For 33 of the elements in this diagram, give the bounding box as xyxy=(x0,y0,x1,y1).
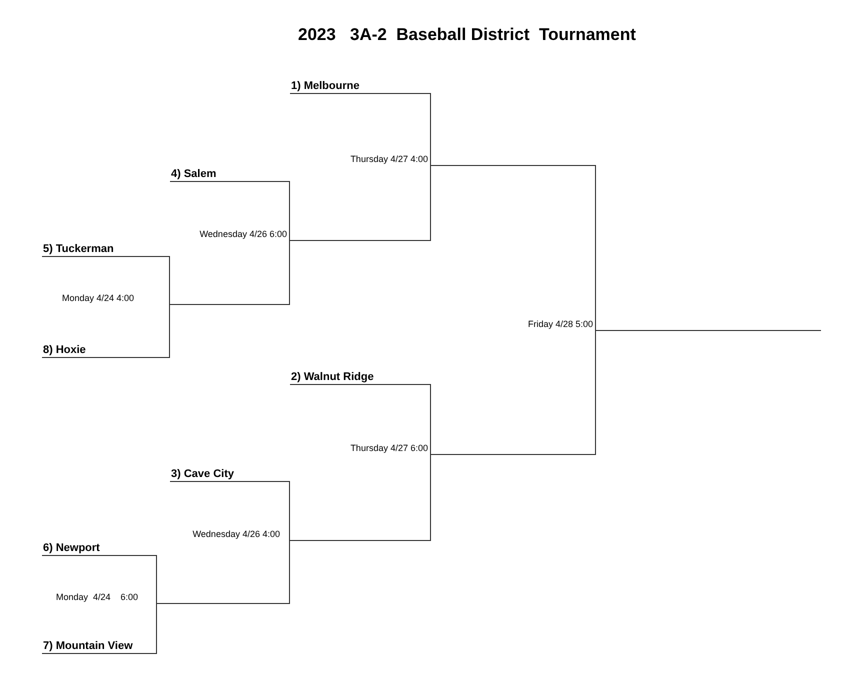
game-time: Wednesday 4/26 4:00 xyxy=(192,529,280,539)
game-time: Monday 4/24 6:00 xyxy=(56,592,138,602)
team-slot: 8) Hoxie xyxy=(42,343,170,358)
diagram-title: 2023 3A-2 Baseball District Tournament xyxy=(298,25,636,45)
team-slot: 3) Cave City xyxy=(170,467,290,482)
bracket-line xyxy=(595,330,822,331)
bracket-line xyxy=(169,304,170,358)
bracket-line xyxy=(169,256,170,292)
game-time: Friday 4/28 5:00 xyxy=(528,319,593,329)
bracket-line xyxy=(430,93,431,152)
game-time: Wednesday 4/26 6:00 xyxy=(200,229,287,239)
bracket-line xyxy=(430,384,431,442)
bracket-line xyxy=(289,181,290,228)
game-time: Thursday 4/27 4:00 xyxy=(350,154,428,164)
bracket-line xyxy=(156,540,290,604)
bracket-line xyxy=(430,165,596,318)
bracket-line xyxy=(156,603,157,654)
bracket-line xyxy=(430,330,596,455)
team-slot: 1) Melbourne xyxy=(290,79,431,94)
match-bracket-line xyxy=(60,291,170,305)
team-slot: 7) Mountain View xyxy=(42,639,157,654)
team-slot: 2) Walnut Ridge xyxy=(290,370,431,385)
game-time: Monday 4/24 4:00 xyxy=(62,293,134,303)
bracket-line xyxy=(156,555,157,590)
team-slot: 6) Newport xyxy=(42,541,157,556)
game-time: Thursday 4/27 6:00 xyxy=(350,443,428,453)
match-bracket-line xyxy=(54,590,157,604)
bracket-line xyxy=(289,481,290,528)
team-slot: 4) Salem xyxy=(170,167,290,182)
bracket-line xyxy=(289,165,431,241)
bracket-line xyxy=(169,240,290,305)
bracket-line xyxy=(289,454,431,541)
team-slot: 5) Tuckerman xyxy=(42,242,170,257)
